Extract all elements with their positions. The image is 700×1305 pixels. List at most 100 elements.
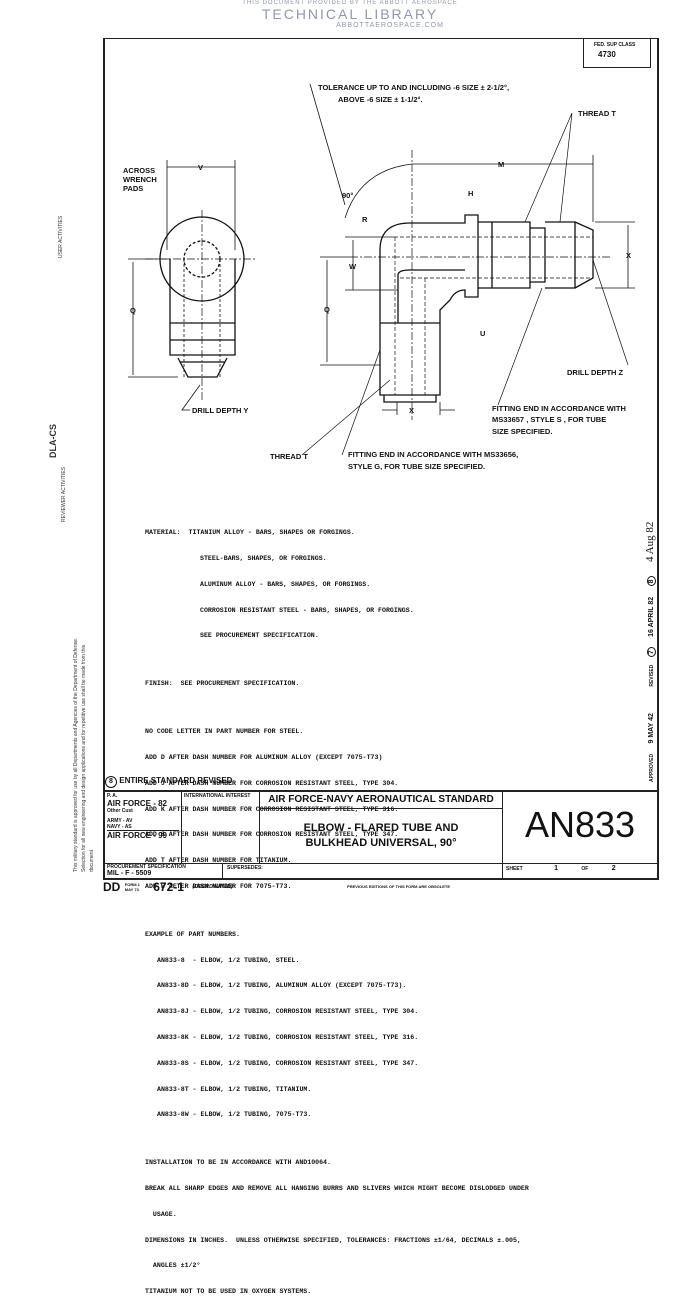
air-force-code: AIR FORCE - 99 — [107, 830, 179, 840]
procurement-cell: PROCUREMENT SPECIFICATION MIL - F - 5509 — [105, 864, 223, 878]
dim-q-left-label: Q — [130, 306, 136, 315]
revision-note: 8 ENTIRE STANDARD REVISED — [105, 776, 232, 788]
user-activities-label: USER ACTIVITIES — [58, 215, 64, 258]
technical-drawing: TOLERANCE UP TO AND INCLUDING -6 SIZE ± … — [123, 83, 635, 471]
standard-header: AIR FORCE-NAVY AERONAUTICAL STANDARD — [260, 792, 503, 809]
dim-x-right-label: X — [626, 251, 631, 260]
procurement-value: MIL - F - 5509 — [107, 870, 152, 877]
example-line: AN833-8J - ELBOW, 1/2 TUBING, CORROSION … — [157, 1008, 419, 1016]
army-code: ARMY - AV — [107, 818, 133, 824]
example-line: AN833-8T - ELBOW, 1/2 TUBING, TITANIUM. — [157, 1085, 312, 1093]
obsolete-note: PREVIOUS EDITIONS OF THIS FORM ARE OBSOL… — [347, 884, 451, 890]
superseded-cell: SUPERSEDES: — [223, 864, 503, 878]
approved-date: 9 MAY 42 — [648, 713, 655, 744]
of-label: OF — [581, 866, 589, 872]
across-label-2: WRENCH — [123, 175, 157, 184]
title-line-2: BULKHEAD UNIVERSAL, 90° — [305, 837, 457, 849]
across-label-3: PADS — [123, 184, 143, 193]
dim-q-right-label: Q — [324, 305, 330, 314]
dim-h-label: H — [468, 189, 473, 198]
watermark-line1: THIS DOCUMENT PROVIDED BY THE ABBOTT AER… — [242, 0, 458, 6]
revision-symbol: 8 — [105, 776, 117, 788]
general-note: USAGE. — [145, 1210, 177, 1218]
code-line: ADD T AFTER DASH NUMBER FOR TITANIUM. — [145, 857, 292, 865]
revised-label: REVISED — [649, 664, 655, 687]
general-note: ANGLES ±1/2° — [145, 1262, 201, 1270]
code-line: NO CODE LETTER IN PART NUMBER FOR STEEL. — [145, 728, 304, 736]
revision-text: ENTIRE STANDARD REVISED — [119, 776, 233, 785]
sheet-label: SHEET — [506, 866, 523, 872]
coordinated-label: (COORDINATED) — [192, 883, 233, 890]
code-line: ADD J AFTER DASH NUMBER FOR CORROSION RE… — [145, 779, 399, 787]
revision-7-date: 16 APRIL 82 — [648, 596, 655, 637]
finish-note: FINISH: SEE PROCUREMENT SPECIFICATION. — [145, 680, 300, 688]
form-dd: DD — [103, 879, 121, 894]
dla-cs-label: DLA-CS — [48, 424, 58, 458]
sheet-total: 2 — [611, 865, 616, 872]
reviewer-activities-label: REVIEWER ACTIVITIES — [61, 466, 67, 522]
standard-number: AN833 — [503, 792, 657, 864]
code-line: ADD K AFTER DASH NUMBER FOR CORROSION RE… — [145, 805, 399, 813]
dim-u-label: U — [480, 329, 485, 338]
example-heading: EXAMPLE OF PART NUMBERS. — [145, 930, 240, 938]
drill-depth-z-label: DRILL DEPTH Z — [567, 368, 624, 377]
form-small: FORM 1 MAY 73 — [124, 881, 140, 892]
revision-7-symbol: 7 — [647, 647, 656, 658]
material-line: ALUMINUM ALLOY - BARS, SHAPES, OR FORGIN… — [200, 580, 371, 588]
other-cust-label: Other Cust — [107, 808, 133, 814]
procurement-label: PROCUREMENT SPECIFICATION — [107, 864, 186, 870]
code-line: ADD D AFTER DASH NUMBER FOR ALUMINUM ALL… — [145, 754, 383, 762]
revision-8-symbol: 8 — [647, 576, 656, 587]
approval-statement-1: This military standard is approved for u… — [73, 637, 79, 872]
side-view — [301, 83, 635, 456]
example-line: AN833-8W - ELBOW, 1/2 TUBING, 7075-T73. — [157, 1111, 312, 1119]
revision-8-date: 4 Aug 82 — [644, 521, 656, 563]
general-note: TITANIUM NOT TO BE USED IN OXYGEN SYSTEM… — [145, 1288, 312, 1296]
example-line: AN833-8K - ELBOW, 1/2 TUBING, CORROSION … — [157, 1034, 419, 1042]
dim-v-label: V — [198, 163, 203, 172]
form-number: 672-1 — [153, 879, 184, 894]
approved-label: APPROVED — [649, 753, 655, 782]
general-note: DIMENSIONS IN INCHES. UNLESS OTHERWISE S… — [145, 1236, 521, 1244]
international-interest-cell: INTERNATIONAL INTEREST — [182, 792, 260, 864]
sheet-number: 1 — [554, 865, 558, 872]
tolerance-note-2: ABOVE -6 SIZE ± 1-1/2°. — [338, 95, 423, 104]
navy-code: NAVY - AS — [107, 824, 132, 830]
fed-sup-class-label: FED. SUP CLASS — [594, 42, 636, 48]
fitting-end-g-2: STYLE G, FOR TUBE SIZE SPECIFIED. — [348, 462, 485, 471]
standard-title: ELBOW - FLARED TUBE AND BULKHEAD UNIVERS… — [260, 809, 503, 864]
watermark-line2: TECHNICAL LIBRARY — [261, 6, 439, 22]
front-view — [128, 160, 255, 411]
revision-strip: APPROVED 9 MAY 42 REVISED 7 16 APRIL 82 … — [640, 442, 658, 782]
example-line: AN833-8 - ELBOW, 1/2 TUBING, STEEL. — [157, 956, 300, 964]
sheet-cell: SHEET 1 OF 2 — [503, 864, 657, 878]
title-line-1: ELBOW - FLARED TUBE AND — [303, 822, 459, 834]
material-line: STEEL-BARS, SHAPES, OR FORGINGS. — [200, 554, 327, 562]
material-line: TITANIUM ALLOY - BARS, SHAPES OR FORGING… — [188, 529, 355, 537]
title-block: P. A. AIR FORCE - 82 Other Cust ARMY - A… — [103, 790, 659, 880]
dim-r-label: R — [362, 215, 368, 224]
general-note: INSTALLATION TO BE IN ACCORDANCE WITH AN… — [145, 1159, 331, 1167]
watermark-line3: ABBOTTAEROSPACE.COM — [336, 22, 444, 29]
angle-label: 90° — [342, 191, 353, 200]
example-line: AN833-8S - ELBOW, 1/2 TUBING, CORROSION … — [157, 1059, 419, 1067]
fitting-end-s-3: SIZE SPECIFIED. — [492, 427, 552, 436]
pa-value: AIR FORCE - 82 — [107, 799, 168, 808]
dim-m-label: M — [498, 160, 504, 169]
form-footer: DD FORM 1 MAY 73 672-1 (COORDINATED) PRE… — [103, 878, 450, 896]
thread-t-bottom-label: THREAD T — [270, 452, 308, 461]
thread-t-top-label: THREAD T — [578, 109, 616, 118]
code-line: ADD W AFTER DASH NUMBER FOR 7075-T73. — [145, 882, 292, 890]
drawing-labels: TOLERANCE UP TO AND INCLUDING -6 SIZE ± … — [123, 83, 631, 471]
pa-label: P. A. — [107, 793, 118, 799]
preparing-activity-cell: P. A. AIR FORCE - 82 Other Cust ARMY - A… — [105, 792, 182, 864]
dim-x-bottom-label: X — [409, 406, 414, 415]
fitting-end-s-1: FITTING END IN ACCORDANCE WITH — [492, 404, 626, 413]
code-line: ADD S AFTER DASH NUMBER FOR CORROSION RE… — [145, 831, 399, 839]
material-line: SEE PROCUREMENT SPECIFICATION. — [200, 632, 319, 640]
across-label-1: ACROSS — [123, 166, 155, 175]
dim-w-label: W — [349, 262, 357, 271]
example-line: AN833-8D - ELBOW, 1/2 TUBING, ALUMINUM A… — [157, 982, 407, 990]
fed-sup-class-box: FED. SUP CLASS 4730 — [583, 39, 651, 68]
drawing-frame — [103, 38, 659, 791]
